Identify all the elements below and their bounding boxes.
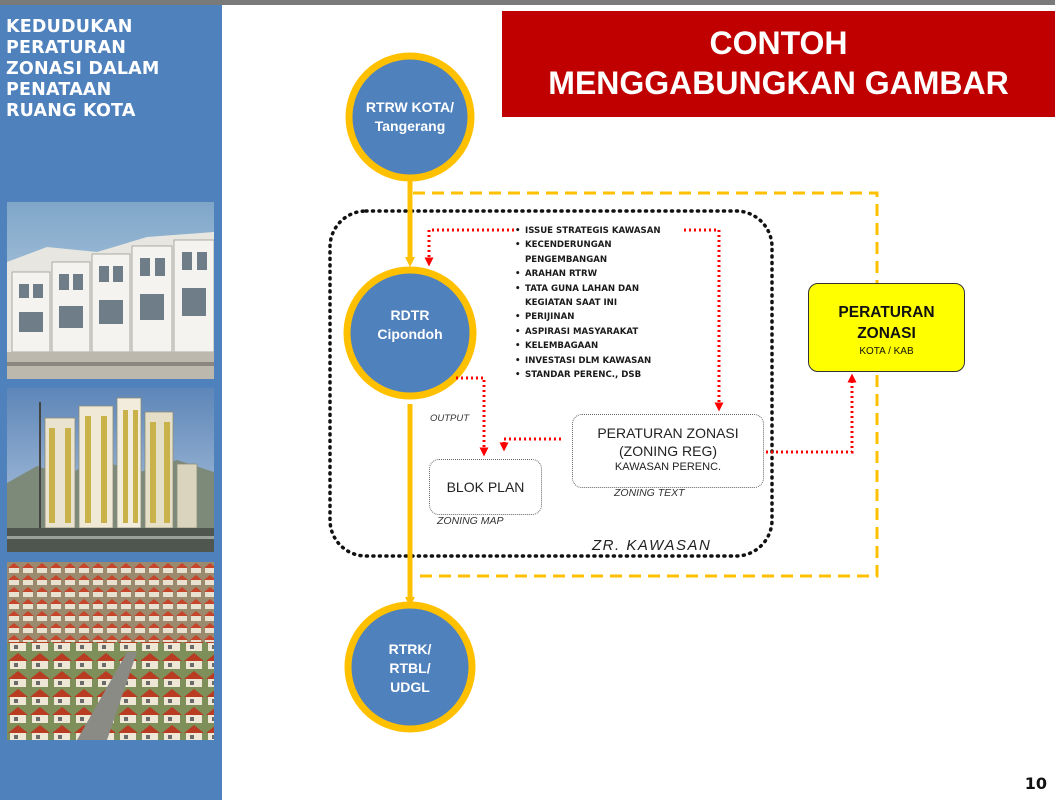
kota-line: KOTA / KAB xyxy=(859,346,914,357)
dashed-frame xyxy=(413,191,879,578)
issue-item: INVESTASI DLM KAWASAN xyxy=(513,354,661,369)
sidebar-title-line: PENATAAN xyxy=(6,80,112,100)
rdtr-label-line: RDTR xyxy=(390,307,430,323)
townhouse-photo xyxy=(7,202,214,379)
rtrk-circle xyxy=(344,601,476,733)
sidebar-title-line: KEDUDUKAN xyxy=(6,17,133,37)
issue-item: ASPIRASI MASYARAKAT xyxy=(513,325,661,340)
issue-item: ARAHAN RTRW xyxy=(513,267,661,282)
arrow-pz-to-kota xyxy=(766,373,857,454)
zr-kawasan-label: ZR. KAWASAN xyxy=(592,537,712,554)
banner-line: MENGGABUNGKAN GAMBAR xyxy=(548,65,1009,101)
issue-list: ISSUE STRATEGIS KAWASAN KECENDERUNGAN PE… xyxy=(513,224,661,383)
blok-plan-box: BLOK PLAN xyxy=(429,459,542,515)
issue-item: TATA GUNA LAHAN DAN xyxy=(513,282,661,297)
sidebar-title: KEDUDUKAN PERATURAN ZONASI DALAM PENATAA… xyxy=(6,17,216,122)
peraturan-zonasi-kota-box: PERATURAN ZONASI KOTA / KAB xyxy=(808,283,965,372)
arrow-pz-to-blok xyxy=(499,437,561,452)
pz-line: PERATURAN ZONASI xyxy=(597,425,739,441)
apartment-towers-photo xyxy=(7,388,214,552)
rtrw-circle xyxy=(345,52,475,182)
rdtr-label: RDTR Cipondoh xyxy=(350,306,470,344)
arrow-issues-to-rdtr xyxy=(424,228,514,267)
rtrk-label: RTRK/ RTBL/ UDGL xyxy=(350,640,470,697)
zr-kawasan-region xyxy=(328,209,774,558)
rtrw-label-line: RTRW KOTA/ xyxy=(365,99,455,115)
zoning-text-label: ZONING TEXT xyxy=(614,487,685,499)
rtrk-label-line: RTBL/ xyxy=(389,660,431,676)
sidebar-title-line: PERATURAN xyxy=(6,38,127,58)
sidebar-title-line: ZONASI DALAM xyxy=(6,59,160,79)
banner-line: CONTOH xyxy=(709,25,848,61)
rdtr-label-line: Cipondoh xyxy=(377,326,443,342)
issue-item: ISSUE STRATEGIS KAWASAN xyxy=(513,224,661,239)
blok-plan-label: BLOK PLAN xyxy=(446,479,525,495)
rdtr-circle xyxy=(343,266,477,400)
sidebar-title-line: RUANG KOTA xyxy=(6,101,136,121)
issue-item: KEGIATAN SAAT INI xyxy=(525,298,618,309)
title-banner: CONTOH MENGGABUNGKAN GAMBAR xyxy=(502,11,1055,117)
peraturan-zonasi-box: PERATURAN ZONASI (ZONING REG) KAWASAN PE… xyxy=(572,414,764,488)
rtrk-label-line: UDGL xyxy=(390,679,430,695)
rtrw-label: RTRW KOTA/ Tangerang xyxy=(350,98,470,136)
rtrk-label-line: RTRK/ xyxy=(388,641,432,657)
rtrw-label-line: Tangerang xyxy=(374,118,446,134)
housing-estate-photo xyxy=(7,562,214,740)
output-label: OUTPUT xyxy=(430,413,470,424)
issue-item: PENGEMBANGAN xyxy=(525,254,608,265)
issue-item: PERIJINAN xyxy=(513,310,661,325)
arrow-issues-to-pz xyxy=(684,228,724,412)
kota-line: ZONASI xyxy=(857,325,916,342)
kota-line: PERATURAN xyxy=(838,304,935,321)
pz-line: (ZONING REG) xyxy=(619,443,717,459)
pz-line: KAWASAN PERENC. xyxy=(614,461,722,473)
top-rule xyxy=(0,0,1055,5)
sidebar: KEDUDUKAN PERATURAN ZONASI DALAM PENATAA… xyxy=(0,5,222,800)
zoning-map-label: ZONING MAP xyxy=(437,515,504,527)
issue-item: KECENDERUNGAN xyxy=(513,238,661,253)
page-number: 10 xyxy=(1024,774,1047,793)
issue-item: KELEMBAGAAN xyxy=(513,339,661,354)
issue-item: STANDAR PERENC., DSB xyxy=(513,368,661,383)
